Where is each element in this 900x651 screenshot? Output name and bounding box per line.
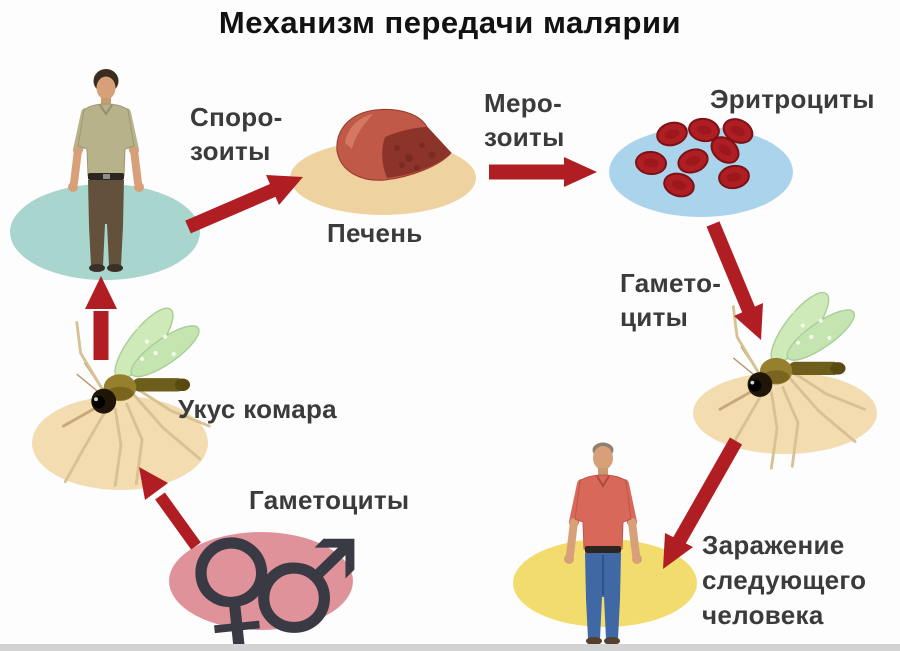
label-merozoites: Меро- зоиты: [484, 88, 565, 152]
ellipse-gametocytes: [169, 532, 353, 630]
male-symbol-icon: ♂: [248, 513, 363, 651]
diagram-title: Механизм передачи малярии: [218, 5, 682, 40]
liver-icon: [336, 108, 452, 181]
next-person-illustration: [564, 442, 642, 645]
label-mosquito-bite: Укус комара: [178, 394, 337, 424]
bottom-border: [0, 644, 900, 651]
erythrocytes-icon: [635, 117, 754, 198]
label-gametocytes-sexual: Гаметоциты: [249, 485, 410, 515]
arrow-gametocytes: [706, 221, 763, 340]
ellipse-infected-person: [10, 184, 200, 280]
arrow-merozoites: [489, 157, 597, 187]
label-liver: Печень: [327, 218, 423, 248]
infected-person-illustration: [68, 69, 144, 272]
ellipse-erythrocytes: [609, 127, 793, 217]
arrow-sporozoites: [185, 175, 303, 234]
label-gametocytes-stage: Гамето- циты: [620, 268, 722, 332]
label-sporozoites: Споро- зоиты: [190, 102, 283, 166]
arrow-mosquito-bite: [85, 276, 117, 360]
label-next-infection: Заражение следующего человека: [702, 530, 867, 630]
label-erythrocytes: Эритроциты: [710, 84, 875, 114]
arrow-next-infection: [663, 437, 743, 569]
arrow-gametocytes-to-mosquito: [139, 467, 201, 550]
